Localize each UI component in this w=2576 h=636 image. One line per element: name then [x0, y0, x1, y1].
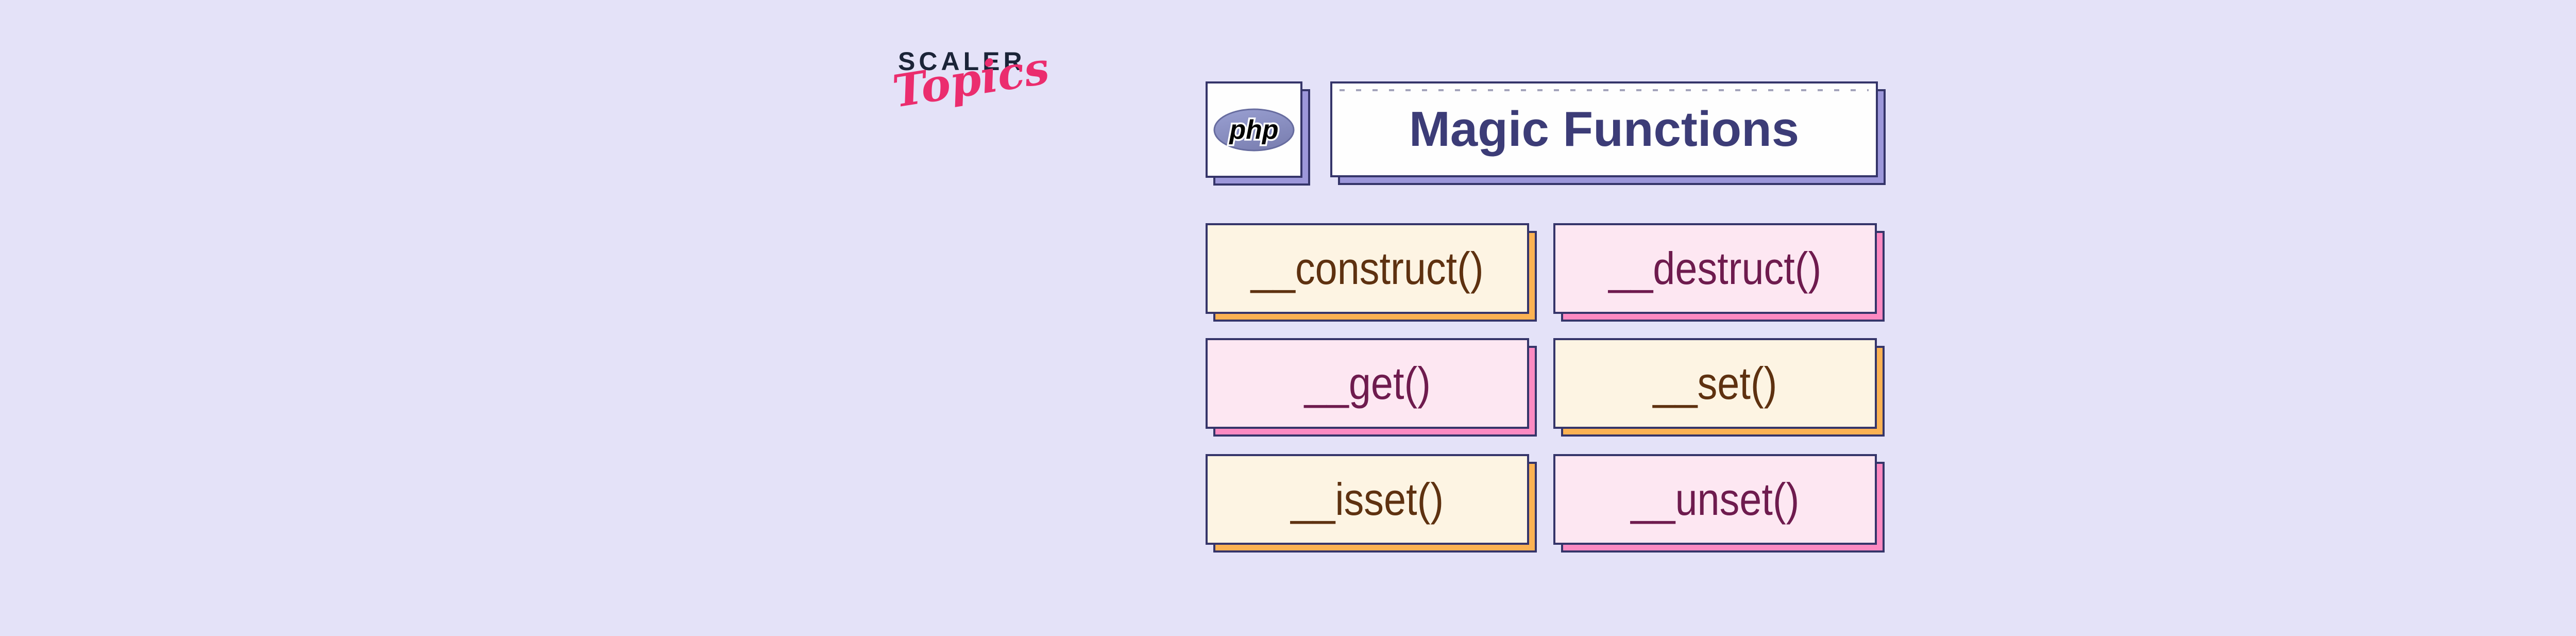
function-box-destruct-face: __destruct() [1553, 223, 1877, 314]
function-box-destruct: __destruct() [1553, 223, 1885, 322]
php-logo-icon: php [1213, 108, 1295, 151]
function-label: __get() [1304, 358, 1431, 409]
function-label: __isset() [1291, 474, 1444, 525]
title-dashed-line [1340, 89, 1869, 91]
function-box-isset: __isset() [1206, 454, 1537, 553]
scaler-topics-logo: SCALER Topics [889, 42, 1053, 156]
function-box-set: __set() [1553, 338, 1885, 437]
function-box-set-face: __set() [1553, 338, 1877, 429]
svg-text:php: php [1228, 115, 1278, 145]
function-box-unset-face: __unset() [1553, 454, 1877, 545]
scaler-brand-text: SCALER [898, 47, 1026, 76]
page-title: Magic Functions [1409, 102, 1800, 157]
function-box-construct-face: __construct() [1206, 223, 1529, 314]
title-card: Magic Functions [1330, 81, 1886, 185]
function-box-isset-face: __isset() [1206, 454, 1529, 545]
function-label: __construct() [1251, 243, 1484, 294]
php-badge-card: php [1206, 81, 1310, 186]
function-box-get-face: __get() [1206, 338, 1529, 429]
function-label: __unset() [1631, 474, 1800, 525]
function-box-construct: __construct() [1206, 223, 1537, 322]
php-badge-face: php [1206, 81, 1302, 178]
function-label: __destruct() [1608, 243, 1822, 294]
title-card-face: Magic Functions [1330, 81, 1878, 177]
function-label: __set() [1653, 358, 1777, 409]
function-box-unset: __unset() [1553, 454, 1885, 553]
function-box-get: __get() [1206, 338, 1537, 437]
